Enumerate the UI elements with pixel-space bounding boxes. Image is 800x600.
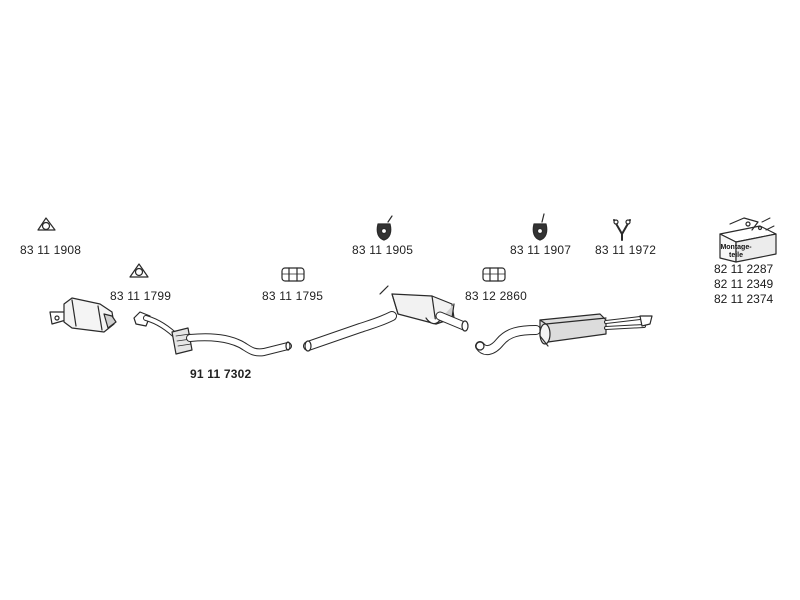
label-rubber-mount-1907: 83 11 1907 (510, 243, 572, 257)
hanger-1972-icon (613, 219, 631, 241)
front-pipe-icon (133, 311, 292, 357)
label-kit-2287: 82 11 2287 (714, 262, 774, 276)
gasket-1799-icon (129, 263, 149, 278)
label-clamp-1795: 83 11 1795 (262, 289, 324, 303)
kit-box-label-line1: Montage- (720, 244, 752, 251)
label-gasket-1908: 83 11 1908 (20, 243, 82, 257)
rear-muffler-icon (475, 313, 653, 356)
kit-box-label: Montage- teile (716, 244, 756, 260)
mounting-kit-labels: 82 11 2287 82 11 2349 82 11 2374 (714, 262, 773, 307)
label-clamp-2860: 83 12 2860 (465, 289, 528, 303)
label-front-pipe: 91 11 7302 (190, 367, 252, 381)
label-gasket-1799: 83 11 1799 (110, 289, 172, 303)
kit-box-label-line2: teile (728, 252, 743, 259)
label-kit-2349: 82 11 2349 (714, 277, 774, 291)
clamp-1795-icon (281, 267, 305, 282)
mounting-kit-box-icon (719, 217, 777, 263)
clamp-2860-icon (482, 267, 506, 282)
rubber-mount-1907-icon (532, 213, 548, 241)
gasket-1908-icon (37, 217, 56, 231)
label-kit-2374: 82 11 2374 (714, 292, 774, 306)
label-rubber-mount-1905: 83 11 1905 (352, 243, 414, 257)
catalytic-converter-icon (49, 297, 117, 333)
label-hanger-1972: 83 11 1972 (595, 243, 657, 257)
rubber-mount-1905-icon (376, 215, 393, 241)
middle-muffler-icon (303, 285, 469, 352)
